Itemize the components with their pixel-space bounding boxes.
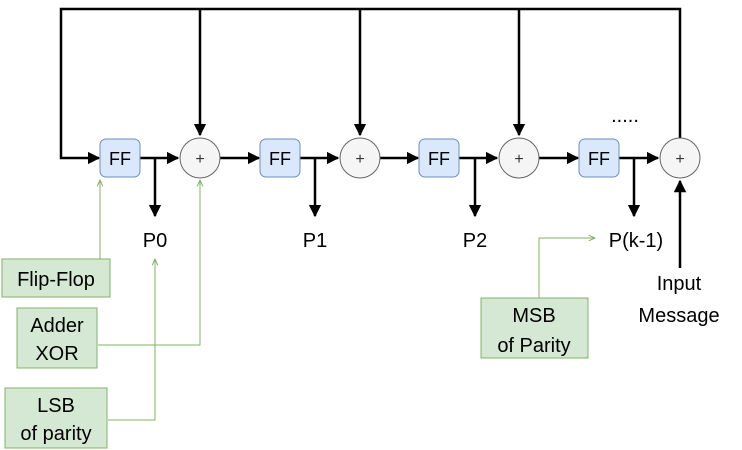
output-label-p2: P2 [463,230,487,252]
svg-text:FF: FF [588,149,610,169]
flip-flop-3: FF [578,138,620,178]
msb-note: MSB of Parity [480,297,589,359]
flip-flop-1: FF [259,138,301,178]
input-label-line2: Message [638,305,719,327]
ellipsis: ..... [611,105,639,127]
input-label-line1: Input [657,273,702,295]
output-label-p1: P1 [303,230,327,252]
flip-flop-0: FF [99,138,141,178]
svg-text:FF: FF [109,149,131,169]
svg-text:+: + [355,151,364,168]
adder-note: Adder XOR [16,307,98,369]
svg-text:of Parity: of Parity [497,335,570,357]
svg-text:+: + [675,151,684,168]
svg-text:FF: FF [428,149,450,169]
adder-2: + [498,137,540,179]
feedback-wire [59,7,682,165]
svg-text:Flip-Flop: Flip-Flop [17,269,95,291]
svg-text:FF: FF [269,149,291,169]
svg-text:+: + [514,151,523,168]
svg-text:Adder: Adder [30,315,84,337]
output-label-pk1: P(k-1) [609,230,663,252]
adder-1: + [339,137,381,179]
svg-text:XOR: XOR [35,343,78,365]
flip-flop-note: Flip-Flop [1,258,111,298]
flip-flop-2: FF [418,138,460,178]
svg-text:+: + [195,151,204,168]
adder-note-connector [98,180,200,346]
svg-text:MSB: MSB [512,305,555,327]
adder-3: + [659,137,701,179]
output-label-p0: P0 [143,230,167,252]
svg-text:LSB: LSB [37,395,75,417]
adder-0: + [179,137,221,179]
msb-note-connector [538,238,595,298]
svg-text:of parity: of parity [20,423,91,445]
lsb-note: LSB of parity [4,387,108,449]
lsb-note-connector [108,259,155,421]
